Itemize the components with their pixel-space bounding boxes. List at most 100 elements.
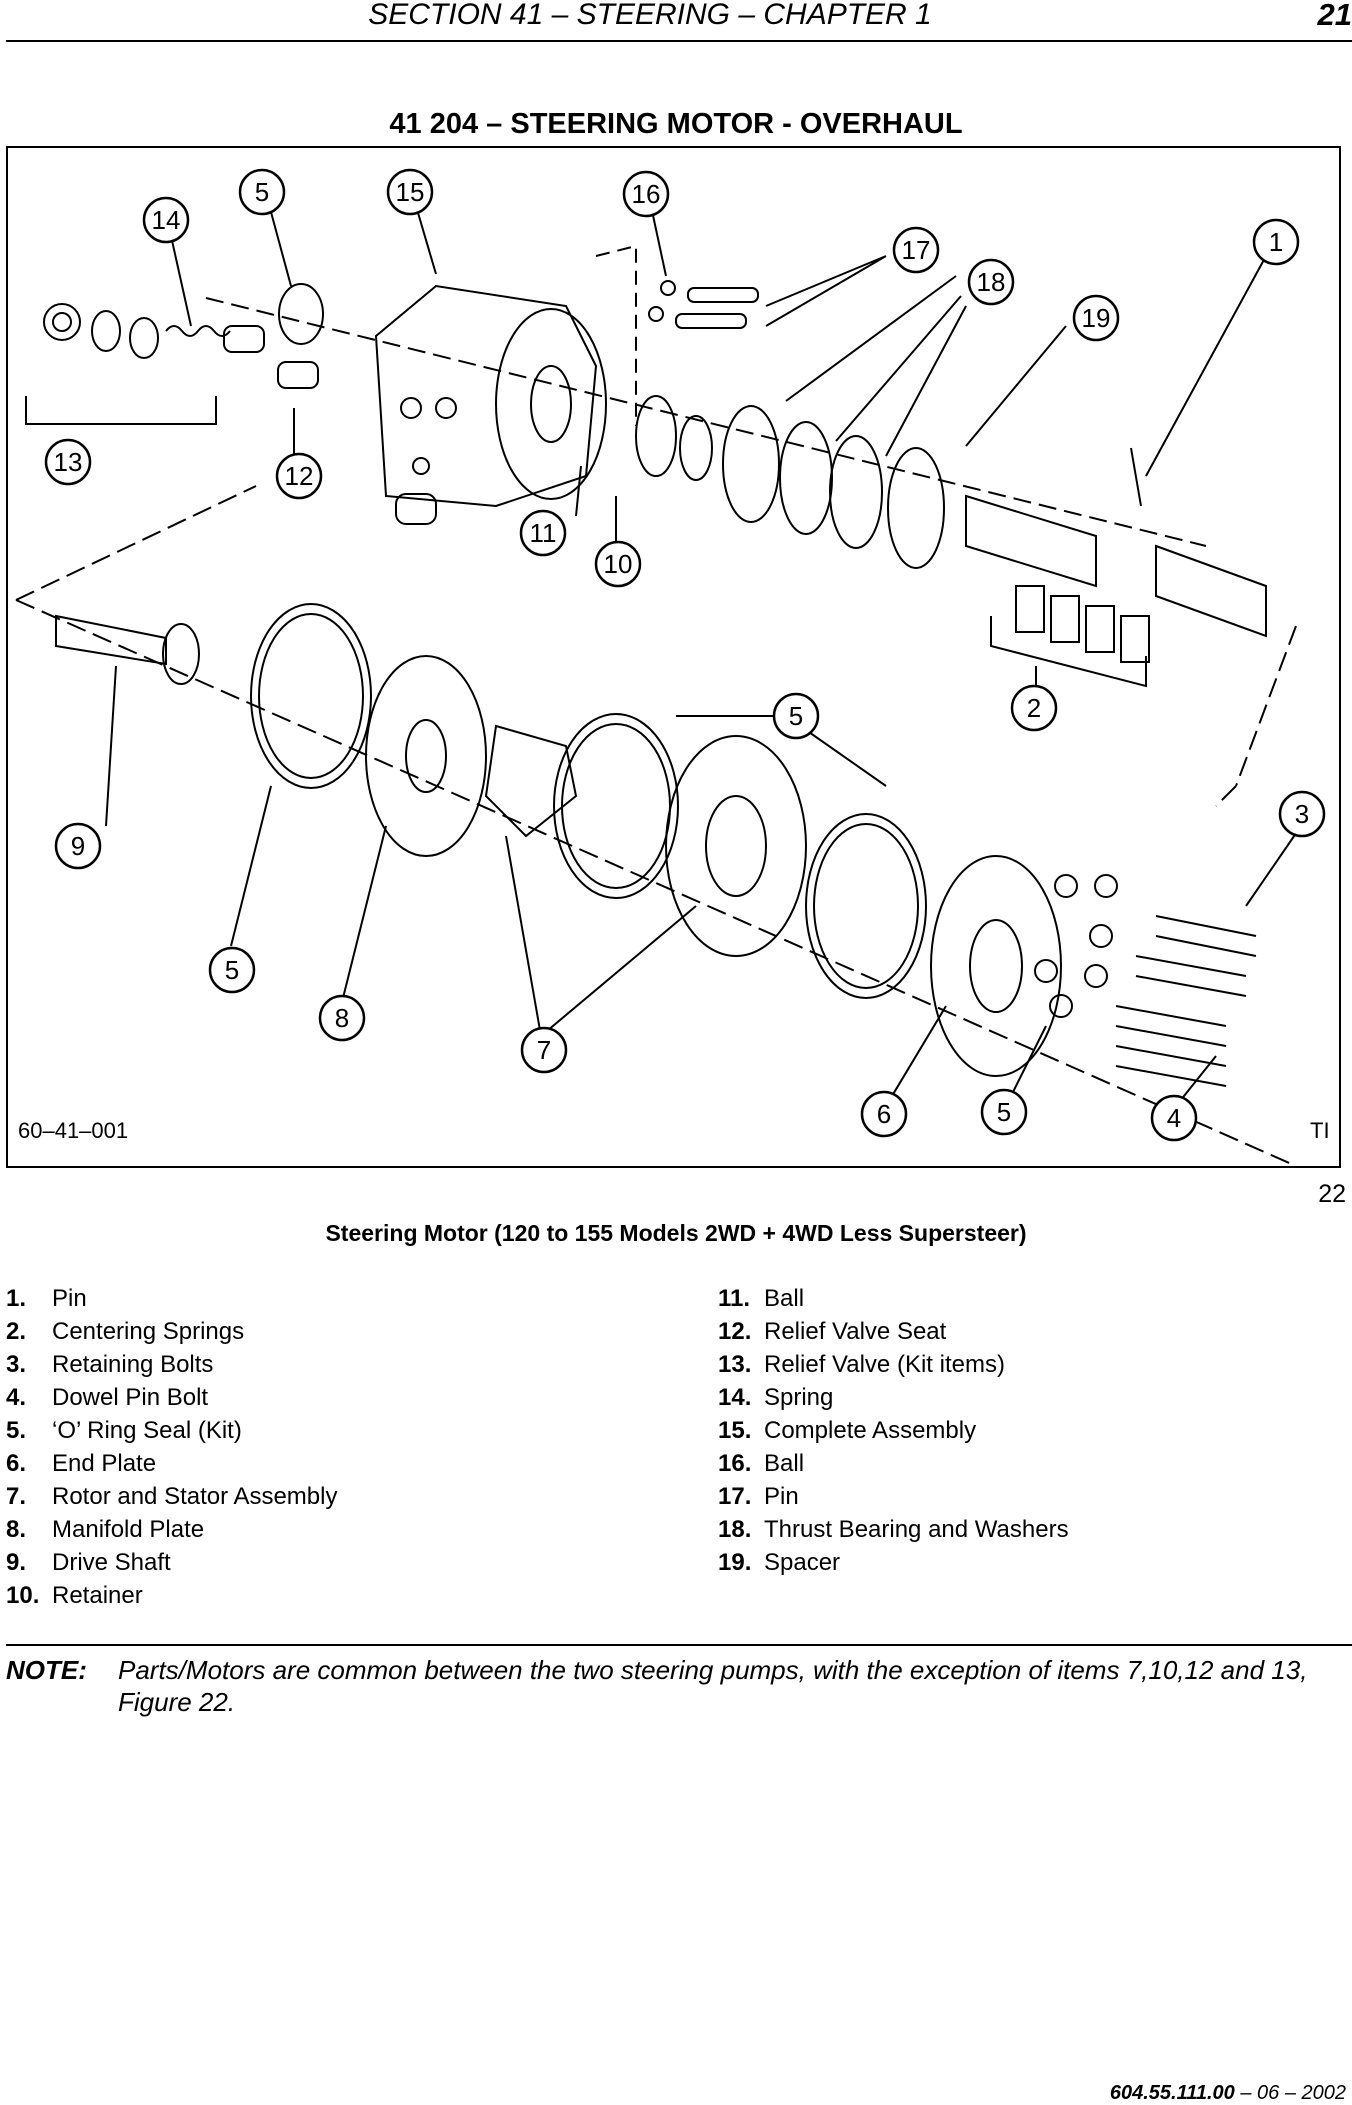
diagram-parts: [15, 200, 1302, 1167]
document-code: 604.55.111.00: [1109, 2082, 1235, 2104]
legend-item-label: Drive Shaft: [52, 1549, 171, 1576]
figure-number: 22: [1318, 1180, 1346, 1208]
legend-item-number: 15.: [718, 1417, 752, 1444]
figure-caption: Steering Motor (120 to 155 Models 2WD + …: [325, 1220, 1027, 1246]
document-date: – 06 – 2002: [1234, 2082, 1346, 2104]
legend-item-label: Ball: [764, 1285, 805, 1312]
legend-item-label: Centering Springs: [52, 1318, 245, 1345]
callout-label: 8: [335, 1003, 349, 1033]
legend-item-label: Retaining Bolts: [52, 1351, 214, 1378]
note-text: Parts/Motors are common between the two …: [118, 1655, 1308, 1717]
legend-item: 3. Retaining Bolts: [6, 1348, 337, 1381]
legend-item: 16. Ball: [718, 1447, 1069, 1480]
callout-label: 7: [537, 1035, 551, 1065]
legend-item-number: 10.: [6, 1582, 40, 1609]
legend-item: 1. Pin: [6, 1282, 337, 1315]
legend-item-label: Complete Assembly: [764, 1417, 977, 1444]
legend-item: 17. Pin: [718, 1480, 1069, 1513]
callout-label: 14: [152, 205, 181, 235]
legend-item-number: 18.: [718, 1516, 752, 1543]
callout-label: 15: [396, 177, 425, 207]
callout-label: 4: [1167, 1103, 1181, 1133]
legend-item-label: Relief Valve Seat: [764, 1318, 947, 1345]
legend-item: 14. Spring: [718, 1381, 1069, 1414]
callout-label: 16: [632, 179, 661, 209]
legend-item: 2. Centering Springs: [6, 1315, 337, 1348]
parts-legend-right: 11. Ball 12. Relief Valve Seat 13. Relief Val…: [718, 1282, 1069, 1579]
parts-legend-left: 1. Pin 2. Centering Springs 3. Retaining Bolt…: [6, 1282, 337, 1612]
callout-label: 5: [789, 701, 803, 731]
note-label: NOTE:: [6, 1655, 87, 1685]
legend-item-number: 16.: [718, 1450, 752, 1477]
callout-label: 9: [71, 831, 85, 861]
legend-item: 8. Manifold Plate: [6, 1513, 337, 1546]
legend-item-number: 3.: [6, 1351, 27, 1378]
legend-item: 9. Drive Shaft: [6, 1546, 337, 1579]
legend-item-label: Spacer: [764, 1549, 841, 1576]
callout-label: 17: [902, 235, 931, 265]
legend-item-number: 11.: [718, 1285, 751, 1312]
footer: 604.55.111.00 – 06 – 2002: [1110, 2082, 1346, 2105]
legend-item: 10. Retainer: [6, 1579, 337, 1612]
legend-item-label: Pin: [52, 1285, 87, 1312]
legend-item: 13. Relief Valve (Kit items): [718, 1348, 1069, 1381]
legend-item-label: Relief Valve (Kit items): [764, 1351, 1005, 1378]
figure-frame: [6, 146, 1341, 1168]
legend-item-number: 12.: [718, 1318, 752, 1345]
callout-label: 12: [285, 461, 314, 491]
procedure-title: 41 204 – STEERING MOTOR - OVERHAUL: [389, 108, 963, 140]
exploded-view-diagram: 145151617181191312111029535876545: [6, 146, 1341, 1168]
callout-label: 5: [997, 1097, 1011, 1127]
callout-label: 19: [1082, 303, 1111, 333]
legend-item-label: End Plate: [52, 1450, 157, 1477]
callout-label: 3: [1295, 799, 1309, 829]
callout-label: 10: [604, 549, 633, 579]
legend-item: 12. Relief Valve Seat: [718, 1315, 1069, 1348]
legend-item: 7. Rotor and Stator Assembly: [6, 1480, 337, 1513]
legend-item-label: Spring: [764, 1384, 834, 1411]
figure-tag: TI: [1310, 1118, 1330, 1143]
legend-item-number: 4.: [6, 1384, 27, 1411]
callout-labels: 145151617181191312111029535876545: [54, 177, 1310, 1133]
callout-label: 18: [977, 267, 1006, 297]
legend-item: 4. Dowel Pin Bolt: [6, 1381, 337, 1414]
legend-item: 18. Thrust Bearing and Washers: [718, 1513, 1069, 1546]
callout-label: 1: [1269, 227, 1283, 257]
legend-item: 19. Spacer: [718, 1546, 1069, 1579]
callout-label: 5: [255, 177, 269, 207]
legend-item-number: 14.: [718, 1384, 752, 1411]
callout-label: 2: [1027, 693, 1041, 723]
callout-label: 11: [530, 518, 557, 548]
page-number: 21: [1317, 0, 1352, 32]
legend-item-label: Thrust Bearing and Washers: [764, 1516, 1069, 1543]
legend-item: 6. End Plate: [6, 1447, 337, 1480]
header-divider: [6, 40, 1352, 42]
legend-item: 5. ‘O’ Ring Seal (Kit): [6, 1414, 337, 1447]
figure-code: 60–41–001: [18, 1118, 129, 1143]
callout-label: 6: [877, 1099, 891, 1129]
legend-item-number: 8.: [6, 1516, 27, 1543]
callout-bubbles: [44, 168, 1326, 1142]
legend-item-label: Manifold Plate: [52, 1516, 205, 1543]
legend-item-number: 6.: [6, 1450, 27, 1477]
legend-item-number: 19.: [718, 1549, 752, 1576]
legend-item-label: ‘O’ Ring Seal (Kit): [52, 1417, 242, 1444]
legend-item-label: Rotor and Stator Assembly: [52, 1483, 338, 1510]
callout-label: 13: [54, 447, 83, 477]
legend-item-number: 9.: [6, 1549, 27, 1576]
legend-item-label: Retainer: [52, 1582, 143, 1609]
legend-item-number: 13.: [718, 1351, 752, 1378]
legend-item-number: 7.: [6, 1483, 27, 1510]
legend-item-label: Ball: [764, 1450, 805, 1477]
note-divider: [6, 1644, 1352, 1646]
legend-item-number: 5.: [6, 1417, 27, 1444]
legend-item-label: Pin: [764, 1483, 799, 1510]
section-title: SECTION 41 – STEERING – CHAPTER 1: [368, 0, 932, 31]
legend-item-number: 2.: [6, 1318, 27, 1345]
callout-label: 5: [225, 955, 239, 985]
legend-item: 15. Complete Assembly: [718, 1414, 1069, 1447]
legend-item-label: Dowel Pin Bolt: [52, 1384, 209, 1411]
legend-item-number: 1.: [6, 1285, 27, 1312]
legend-item-number: 17.: [718, 1483, 752, 1510]
legend-item: 11. Ball: [718, 1282, 1069, 1315]
